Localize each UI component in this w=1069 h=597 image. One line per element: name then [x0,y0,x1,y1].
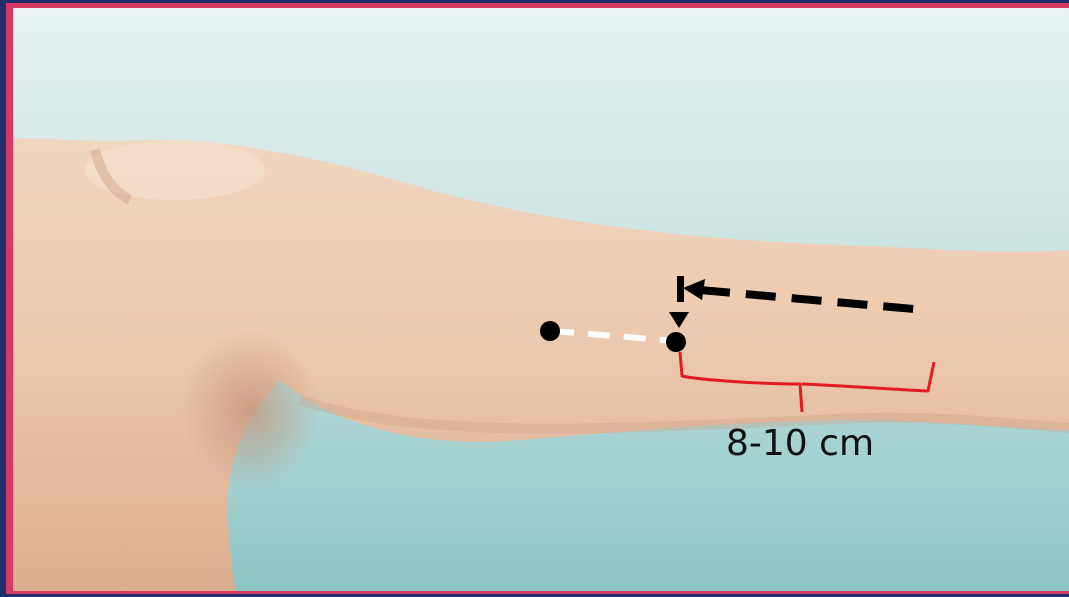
guide-arrow-bar [677,276,684,302]
start-dot [540,321,560,341]
end-dot [666,332,686,352]
armpit-shade [180,330,320,490]
measurement-label: 8-10 cm [726,426,874,462]
